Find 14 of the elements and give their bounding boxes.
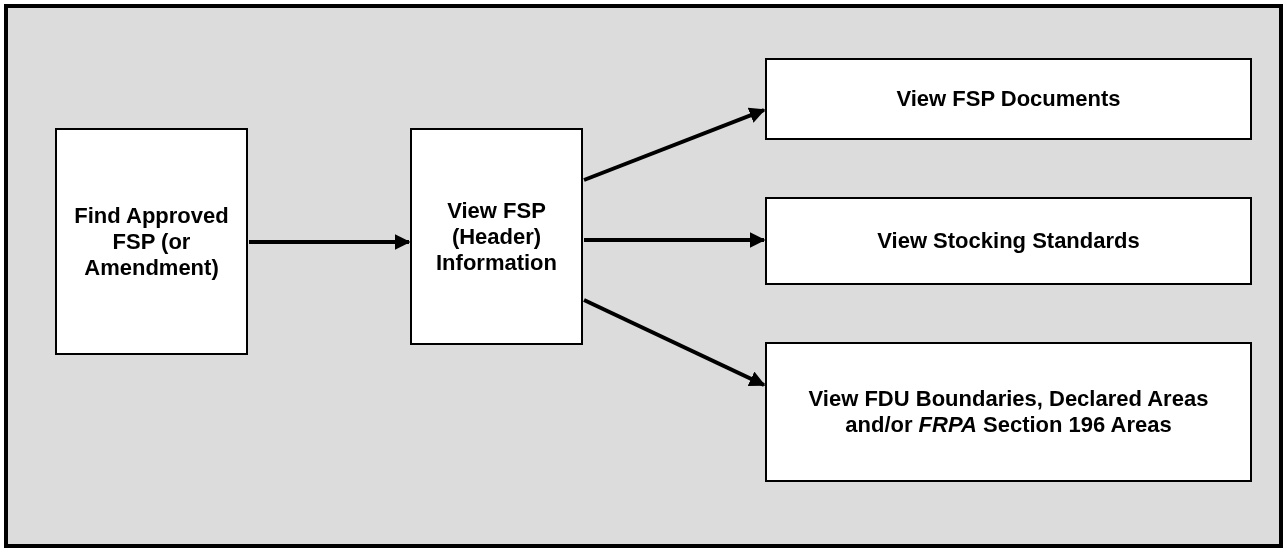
box-label: Find Approved FSP (or Amendment) <box>73 202 230 281</box>
process-box <box>765 342 1252 482</box>
process-box <box>765 58 1252 140</box>
process-box <box>765 197 1252 285</box>
arrow <box>584 232 766 248</box>
box-label: View FSP (Header) Information <box>435 197 558 276</box>
process-box <box>55 128 248 355</box>
box-label: View Stocking Standards <box>876 228 1141 254</box>
process-box <box>410 128 583 345</box>
arrow <box>583 298 766 387</box>
arrow <box>583 107 766 182</box>
box-label: View FSP Documents <box>895 86 1122 112</box>
box-label: View FDU Boundaries, Declared Areas and/or FRPA Section 196 Areas <box>807 386 1210 438</box>
arrow <box>249 234 411 250</box>
